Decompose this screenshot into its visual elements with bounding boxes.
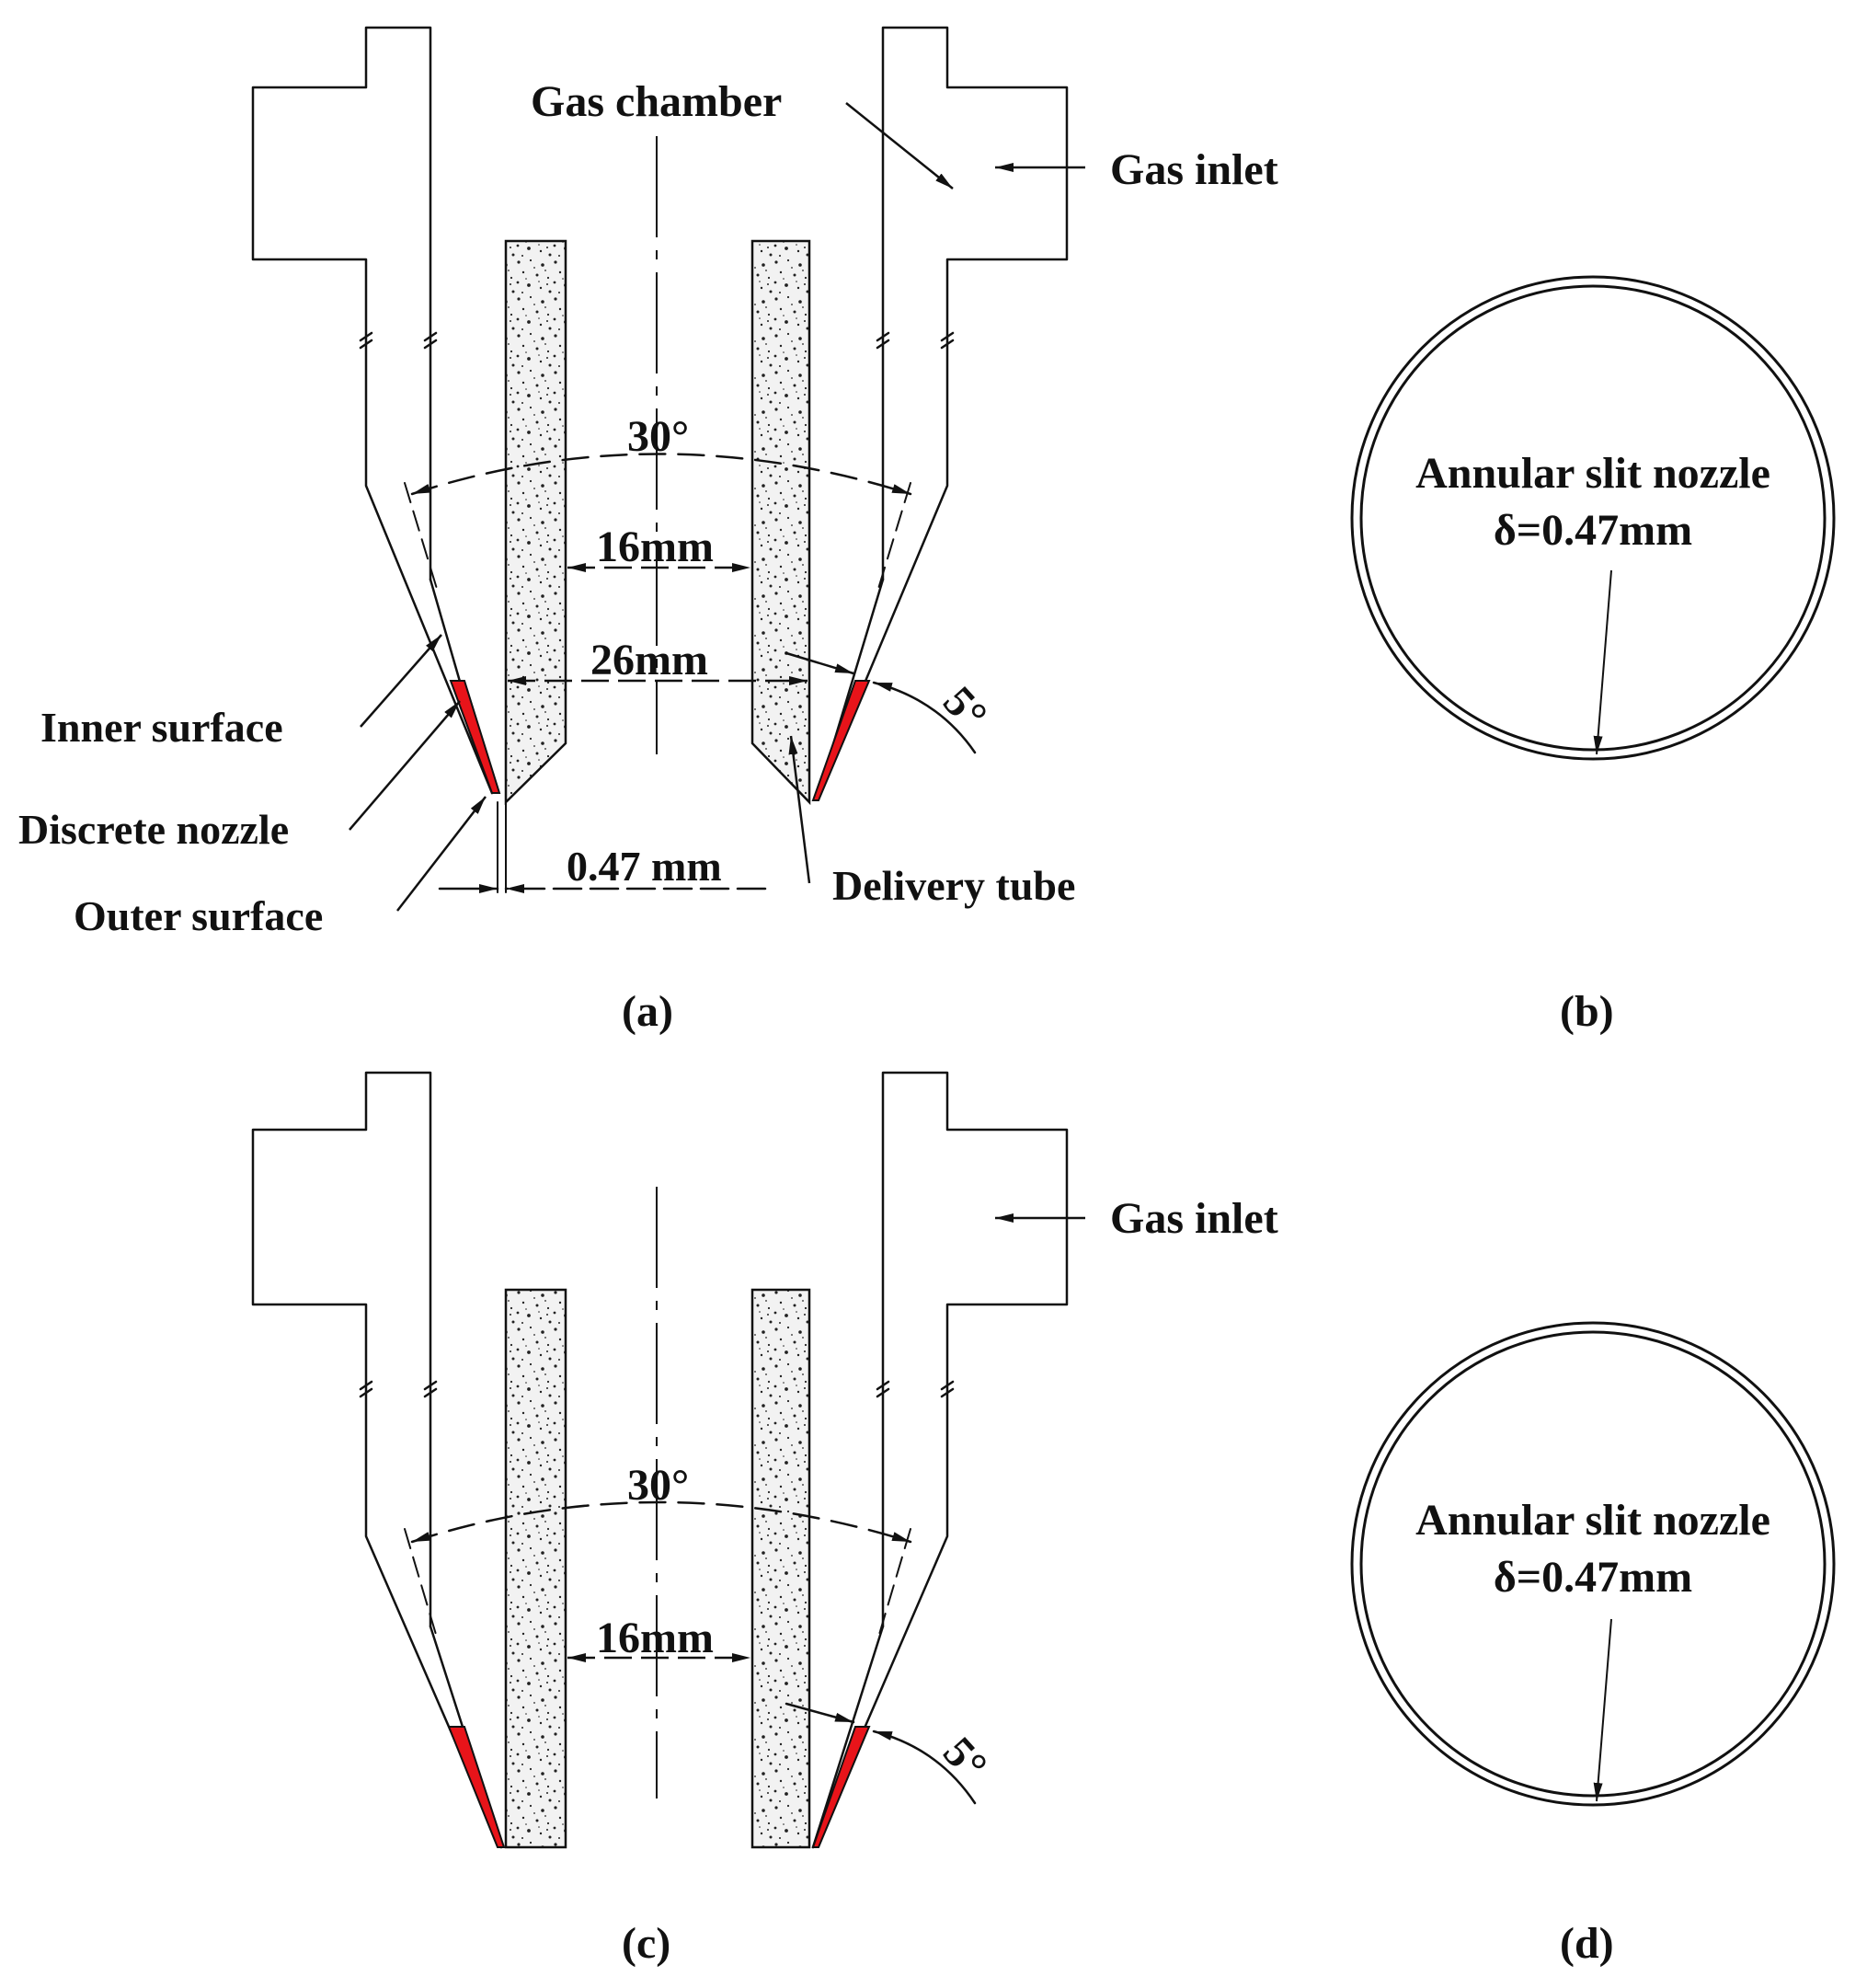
panel-label-a: (a) <box>622 987 673 1036</box>
left-housing <box>251 26 494 795</box>
label-dim-16-c: 16mm <box>596 1614 714 1662</box>
label-gas-chamber: Gas chamber <box>531 77 782 126</box>
label-annular-slit: Annular slit nozzle <box>1415 449 1770 498</box>
label-delivery-tube: Delivery tube <box>832 862 1075 909</box>
panel-b: Annular slit nozzle δ=0.47mm (b) <box>1350 275 1836 1036</box>
delivery-tube-leader <box>788 735 811 884</box>
label-dim-16: 16mm <box>596 523 714 571</box>
right-discrete-nozzle-c <box>811 1726 871 1848</box>
label-delta: δ=0.47mm <box>1494 506 1692 555</box>
left-delivery-tube <box>504 239 567 805</box>
annular-slit-inner-d <box>1359 1330 1827 1798</box>
angle-5-arc-c <box>785 1702 855 1724</box>
label-angle-30: 30° <box>627 412 689 461</box>
panel-c: Gas inlet 30° 16mm 5° (c) <box>251 1071 1278 1968</box>
label-dim-26: 26mm <box>590 636 708 684</box>
slit-leader <box>1593 569 1612 755</box>
label-inner-surface: Inner surface <box>40 704 283 751</box>
gap-dim <box>438 801 767 893</box>
label-gas-inlet: Gas inlet <box>1110 145 1278 194</box>
left-delivery-tube-c <box>504 1288 567 1849</box>
angle-ext-right-c <box>877 1528 911 1638</box>
angle-ext-right <box>877 482 911 590</box>
angle-30-arc-c <box>410 1500 912 1544</box>
outer-surface-leader <box>396 796 487 912</box>
right-delivery-tube-c <box>750 1288 811 1849</box>
right-delivery-tube <box>750 239 811 806</box>
left-discrete-nozzle-c <box>447 1726 506 1848</box>
annular-slit-outer-d <box>1350 1321 1836 1807</box>
discrete-nozzle-leader <box>349 700 461 831</box>
left-discrete-nozzle <box>449 680 501 794</box>
angle-5-arc-ext <box>872 681 977 754</box>
right-discrete-nozzle <box>811 680 871 801</box>
break-marks <box>359 331 955 350</box>
angle-ext-left-c <box>404 1528 438 1638</box>
gas-chamber-leader <box>845 102 954 190</box>
slit-leader-d <box>1593 1618 1612 1802</box>
label-dim-gap: 0.47 mm <box>567 843 722 890</box>
left-housing-c <box>251 1071 503 1849</box>
panel-label-c: (c) <box>622 1919 670 1968</box>
label-angle-30-c: 30° <box>627 1461 689 1510</box>
right-housing-inner-c <box>811 1625 885 1849</box>
panel-label-d: (d) <box>1560 1919 1614 1968</box>
panel-label-b: (b) <box>1560 987 1614 1036</box>
label-delta-d: δ=0.47mm <box>1494 1553 1692 1602</box>
angle-ext-left <box>404 482 438 590</box>
break-marks-c <box>359 1380 955 1398</box>
annular-slit-outer <box>1350 275 1836 761</box>
label-gas-inlet-c: Gas inlet <box>1110 1194 1278 1243</box>
panel-d: Annular slit nozzle δ=0.47mm (d) <box>1350 1321 1836 1968</box>
label-annular-slit-d: Annular slit nozzle <box>1415 1496 1770 1545</box>
angle-5-arc-ext-c <box>872 1729 977 1805</box>
label-angle-5: 5° <box>934 677 996 740</box>
annular-slit-inner <box>1359 284 1827 752</box>
label-angle-5-c: 5° <box>934 1728 996 1790</box>
label-outer-surface: Outer surface <box>74 892 323 939</box>
label-discrete-nozzle: Discrete nozzle <box>18 806 289 853</box>
right-housing <box>817 26 1069 795</box>
panel-a: Gas chamber Gas inlet 30° 16mm 26mm 5° I… <box>18 26 1278 1036</box>
right-housing-c <box>811 1071 1069 1849</box>
inner-surface-leader <box>360 634 442 728</box>
angle-30-arc <box>410 453 912 496</box>
angle-5-arc <box>785 651 855 675</box>
